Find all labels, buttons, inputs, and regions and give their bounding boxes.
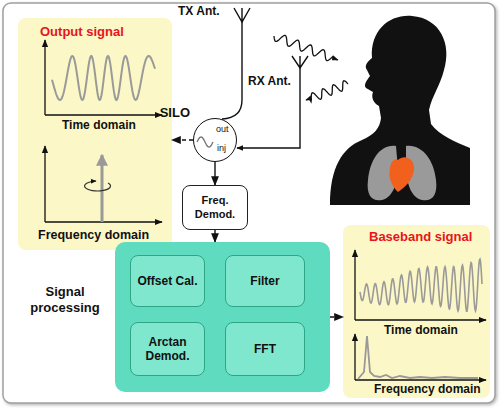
node-title: Output signal	[40, 24, 124, 39]
port-label: out	[216, 124, 229, 134]
human-silhouette	[330, 16, 470, 205]
node-title: FFT	[254, 342, 276, 356]
node-title: SILO	[160, 105, 190, 120]
baseband-frequency-plot	[355, 334, 486, 380]
process-box: FFT	[225, 322, 305, 376]
node-title: Arctan Demod.	[135, 335, 200, 364]
oscillator-sine	[197, 137, 213, 147]
silo-oscillator: SILOoutinj	[193, 118, 237, 162]
radio-wave	[274, 35, 338, 60]
baseband-panel: Baseband signal	[343, 225, 490, 398]
node-title: Offset Cal.	[137, 274, 197, 288]
outer-frame	[3, 3, 495, 403]
node-title: Filter	[250, 274, 279, 288]
rx-antenna	[237, 56, 308, 148]
signal-arrow	[214, 162, 215, 185]
output-time-plot	[45, 40, 162, 115]
axis-caption: Time domain	[62, 118, 136, 132]
processing-panel: Offset Cal.FilterArctan Demod.FFTSignal …	[115, 242, 330, 392]
baseband-waveform	[360, 259, 482, 311]
tx-antenna	[222, 8, 250, 119]
node-title: Baseband signal	[369, 229, 472, 244]
signal-arrow	[214, 230, 215, 242]
process-box: Freq. Demod.	[182, 185, 248, 230]
antenna-label: RX Ant.	[248, 74, 291, 88]
baseband-panel-ground	[343, 225, 490, 398]
chirp-waveform	[52, 56, 155, 100]
baseband-time-plot	[355, 250, 486, 320]
output-panel: Output signal	[18, 18, 172, 250]
node-title: Signal processing	[23, 284, 107, 317]
process-box: Filter	[225, 255, 305, 307]
output-panel-ground	[18, 18, 172, 250]
process-box: Offset Cal.	[130, 255, 205, 307]
output-frequency-plot	[45, 146, 162, 222]
axis-caption: Frequency domain	[374, 382, 481, 396]
dashed-arrow	[330, 316, 343, 317]
antenna-label: TX Ant.	[178, 4, 220, 18]
dashed-arrow	[172, 139, 193, 140]
axis-caption: Frequency domain	[38, 228, 149, 242]
port-label: inj	[217, 143, 226, 153]
process-box: Arctan Demod.	[130, 322, 205, 376]
axis-caption: Time domain	[384, 323, 458, 337]
node-title: Freq. Demod.	[187, 194, 243, 220]
radio-wave	[306, 81, 348, 102]
